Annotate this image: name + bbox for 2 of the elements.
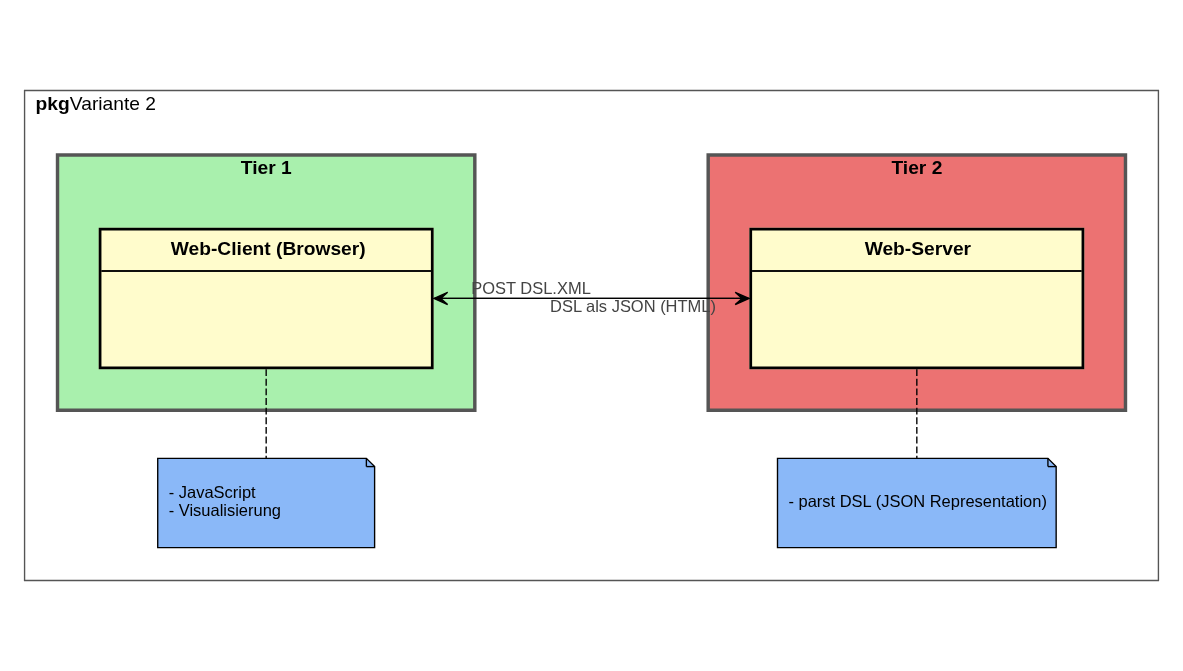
connector xyxy=(916,368,918,459)
connector xyxy=(265,368,267,459)
